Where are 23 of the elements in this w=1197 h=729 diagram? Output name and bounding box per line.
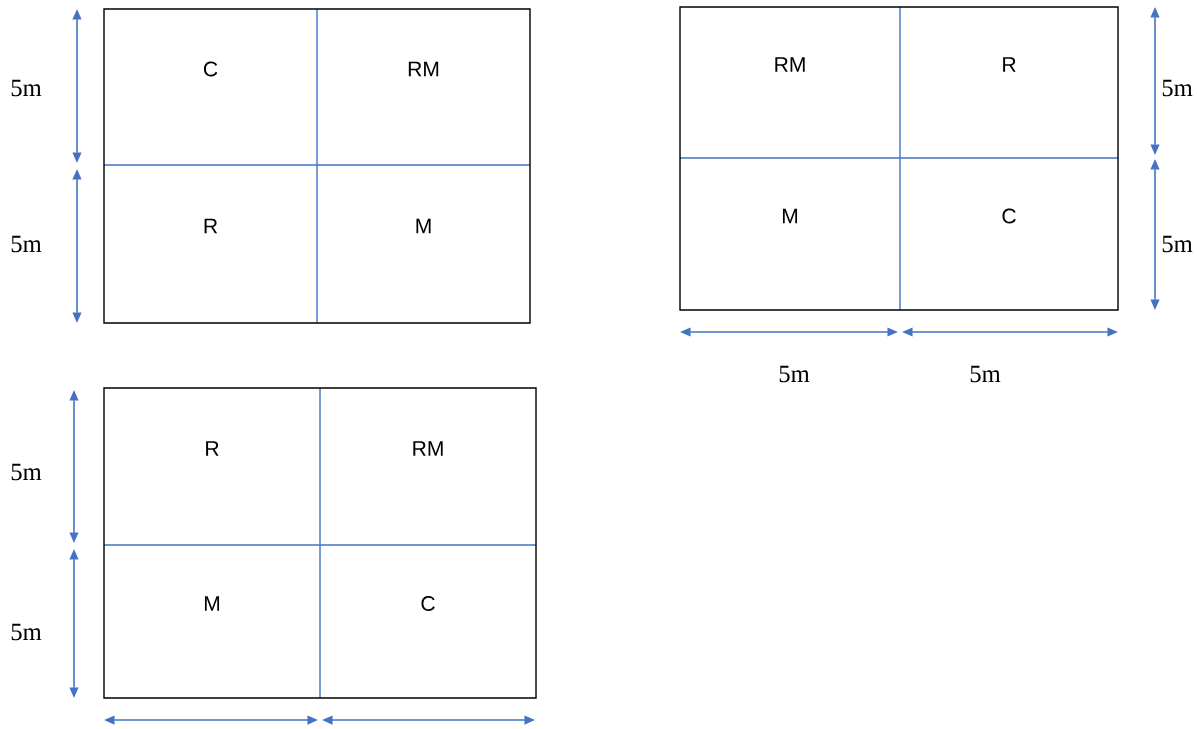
cell-label: R bbox=[1003, 57, 1016, 72]
dimension-label: 5m bbox=[1162, 79, 1193, 97]
cell-label: C bbox=[421, 596, 435, 611]
cell-label: C bbox=[203, 61, 218, 77]
cell-label: M bbox=[416, 218, 431, 234]
cell-label: C bbox=[1002, 208, 1016, 224]
grid-box bbox=[103, 387, 537, 699]
cell-label: M bbox=[782, 208, 798, 224]
cell-label: RM bbox=[408, 61, 439, 77]
dimension-label: 5m bbox=[11, 79, 42, 97]
grid-box bbox=[103, 8, 531, 324]
dimension-label: 5m bbox=[11, 623, 42, 641]
dimension-label: 5m bbox=[970, 365, 1001, 383]
dimension-label: 5m bbox=[1162, 235, 1193, 253]
cell-label: R bbox=[206, 441, 219, 456]
dimension-label: 5m bbox=[11, 463, 42, 481]
cell-label: R bbox=[204, 218, 218, 234]
cell-label: RM bbox=[413, 441, 443, 456]
cell-label: RM bbox=[775, 57, 805, 72]
dimension-label: 5m bbox=[11, 235, 42, 253]
grid-box bbox=[679, 6, 1119, 311]
dimension-label: 5m bbox=[779, 365, 810, 383]
cell-label: M bbox=[204, 596, 220, 611]
